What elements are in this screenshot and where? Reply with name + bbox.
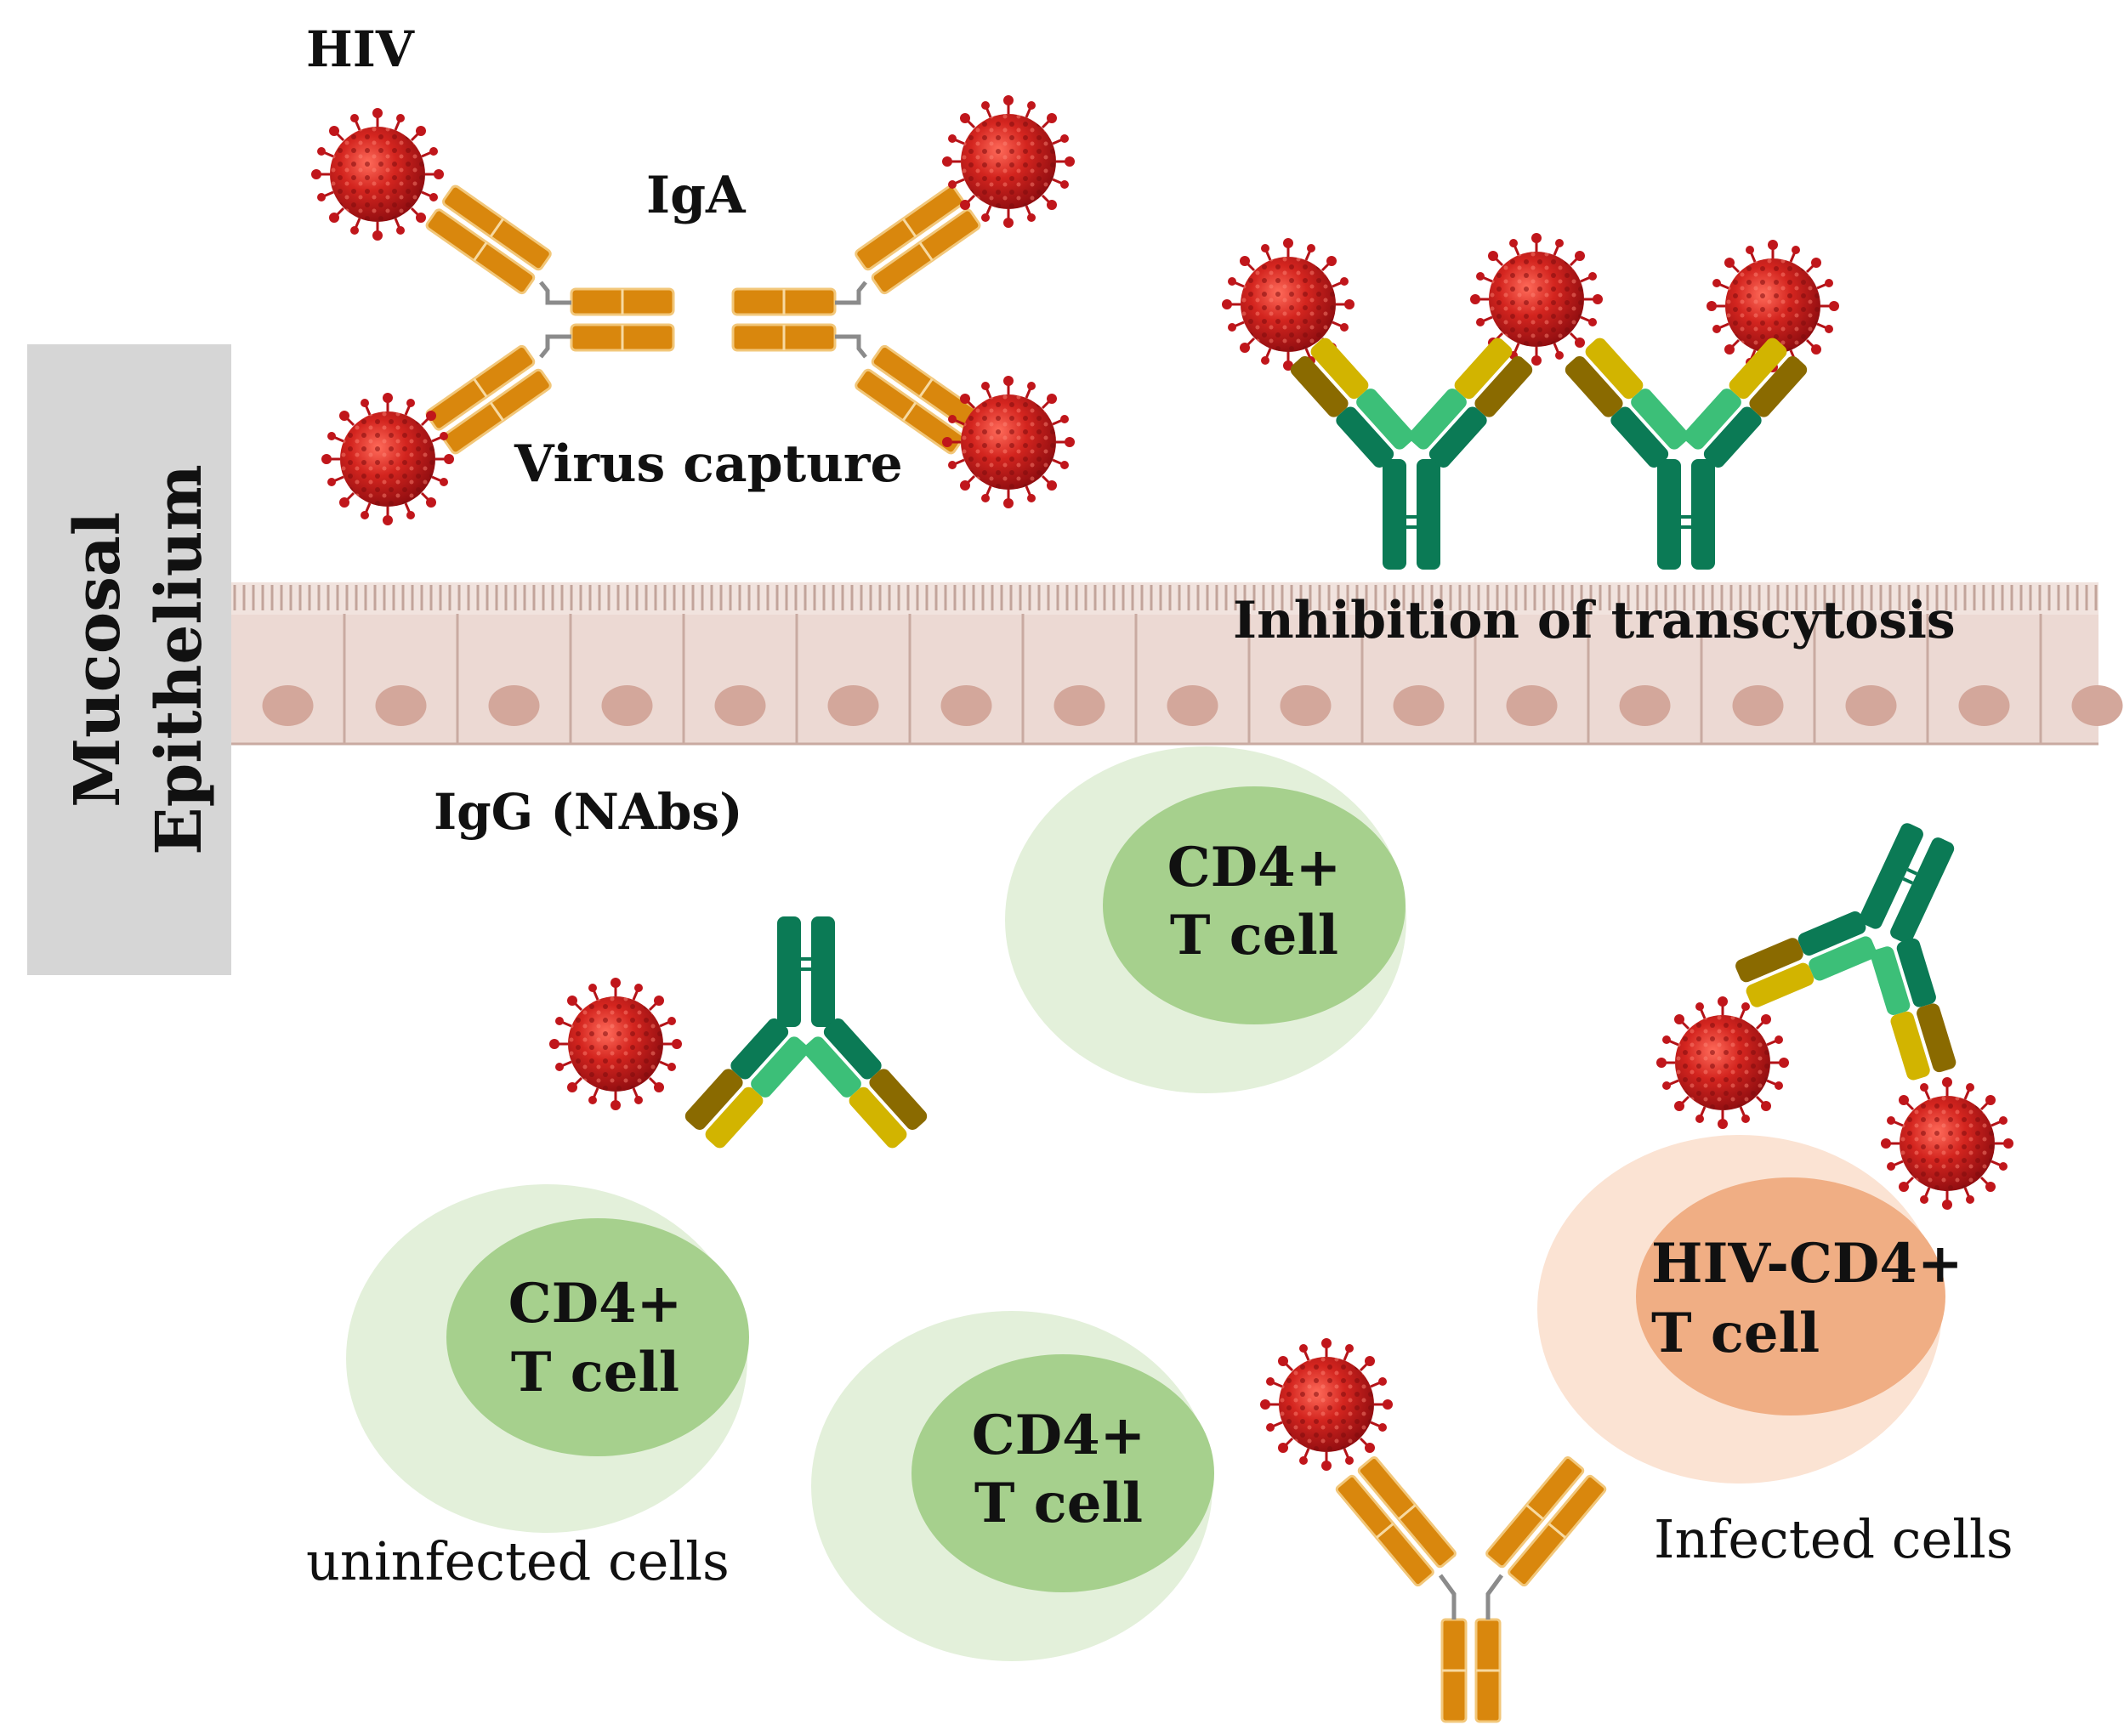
cell-1-line2: T cell — [1170, 904, 1338, 967]
uninfected-label: uninfected cells — [306, 1530, 730, 1592]
cell-2-line1: CD4+ — [508, 1272, 683, 1336]
infected-cd4-t-cell: HIV-CD4+ T cell — [1537, 1135, 1963, 1484]
inhibition-label: Inhibition of transcytosis — [1233, 591, 1956, 650]
cell-3-line1: CD4+ — [972, 1404, 1146, 1467]
hiv-virus-4 — [940, 374, 1076, 510]
igg-antibody-1 — [1286, 333, 1537, 571]
hiv-virus-3 — [320, 391, 456, 527]
epithelium-layer — [231, 582, 2123, 746]
cd4-t-cell-3: CD4+ T cell — [811, 1311, 1214, 1661]
hiv-virus-9 — [1258, 1336, 1394, 1472]
side-label-line1: Mucosal — [61, 512, 134, 808]
igg-label: IgG (NAbs) — [434, 783, 743, 841]
cd4-t-cell-2: CD4+ T cell — [346, 1184, 749, 1533]
igg-antibody-3 — [680, 915, 932, 1153]
cd4-t-cell-1: CD4+ T cell — [1005, 746, 1406, 1093]
mucosal-epithelium-box: Mucosal Epithelium — [27, 344, 231, 975]
iga-label: IgA — [646, 166, 747, 225]
hiv-label: HIV — [306, 20, 415, 78]
virus-capture-label: Virus capture — [514, 434, 903, 494]
iga-antibody-bottom — [1336, 1456, 1607, 1722]
cell-2-line2: T cell — [511, 1341, 679, 1404]
cell-4-line1: HIV-CD4+ — [1651, 1232, 1963, 1296]
hiv-virus-1 — [310, 106, 446, 242]
hiv-virus-8 — [548, 976, 684, 1112]
hiv-virus-10 — [1655, 995, 1791, 1131]
cell-3-line2: T cell — [974, 1472, 1143, 1535]
hiv-virus-2 — [940, 94, 1076, 230]
side-label-line2: Epithelium — [143, 464, 216, 855]
infected-label: Infected cells — [1654, 1508, 2013, 1570]
cell-4-line2: T cell — [1651, 1302, 1820, 1365]
hiv-virus-11 — [1879, 1075, 2015, 1211]
cell-1-line1: CD4+ — [1167, 836, 1342, 899]
